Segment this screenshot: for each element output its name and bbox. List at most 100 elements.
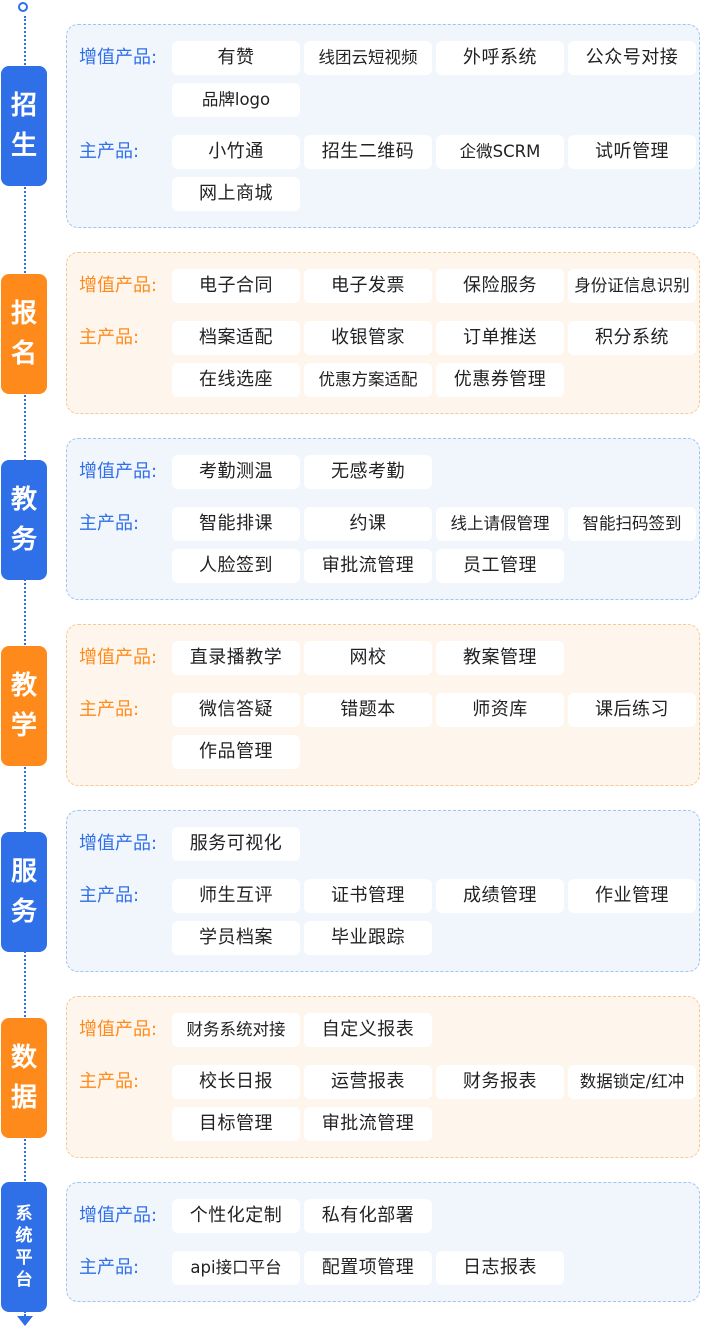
value-product-chip[interactable]: 服务可视化 <box>172 827 300 861</box>
value-products-label: 增值产品: <box>79 47 158 68</box>
stage-tag: 教学 <box>1 646 47 766</box>
main-product-chip[interactable]: 作品管理 <box>172 735 300 769</box>
main-product-chip[interactable]: 在线选座 <box>172 363 300 397</box>
value-products-label: 增值产品: <box>79 461 158 482</box>
stage-tag: 系统平台 <box>1 1182 47 1312</box>
value-product-chip[interactable]: 网校 <box>304 641 432 675</box>
main-products-label: 主产品: <box>79 513 140 534</box>
main-product-chip[interactable]: 师生互评 <box>172 879 300 913</box>
value-product-chip[interactable]: 线团云短视频 <box>304 41 432 75</box>
main-product-chip[interactable]: 智能排课 <box>172 507 300 541</box>
main-product-chip[interactable]: 智能扫码签到 <box>568 507 696 541</box>
stage-tag: 服务 <box>1 832 47 952</box>
main-product-chip[interactable]: 微信答疑 <box>172 693 300 727</box>
value-products-label: 增值产品: <box>79 275 158 296</box>
product-panel: 增值产品: 主产品: 服务可视化师生互评证书管理成绩管理作业管理学员档案毕业跟踪 <box>66 810 700 972</box>
main-product-chip[interactable]: 企微SCRM <box>436 135 564 169</box>
main-product-chip[interactable]: 错题本 <box>304 693 432 727</box>
product-panel: 增值产品:主产品:电子合同电子发票保险服务身份证信息识别档案适配收银管家订单推送… <box>66 252 700 414</box>
stage-tag-char: 统 <box>15 1226 33 1246</box>
stage-tag-char: 生 <box>10 131 37 161</box>
value-product-chip[interactable]: 有赞 <box>172 41 300 75</box>
product-panel: 增值产品: 主产品: 直录播教学网校教案管理微信答疑错题本师资库课后练习作品管理 <box>66 624 700 786</box>
value-product-chip[interactable]: 直录播教学 <box>172 641 300 675</box>
stage-tag: 数据 <box>1 1018 47 1138</box>
main-product-chip[interactable]: 课后练习 <box>568 693 696 727</box>
value-product-chip[interactable]: 身份证信息识别 <box>568 269 696 303</box>
value-product-chip[interactable]: 私有化部署 <box>304 1199 432 1233</box>
product-panel: 增值产品: 主产品: 有赞线团云短视频外呼系统公众号对接品牌logo 小竹通招生二维码… <box>66 24 700 228</box>
stage-tag: 教务 <box>1 460 47 580</box>
main-product-chip[interactable]: 运营报表 <box>304 1065 432 1099</box>
main-product-chip[interactable]: api接口平台 <box>172 1251 300 1285</box>
value-product-chip[interactable]: 自定义报表 <box>304 1013 432 1047</box>
main-products-label: 主产品: <box>79 885 140 906</box>
value-products-label: 增值产品: <box>79 647 158 668</box>
main-product-chip[interactable]: 日志报表 <box>436 1251 564 1285</box>
main-products-label: 主产品: <box>79 1257 140 1278</box>
stage-tag-char: 名 <box>10 339 37 369</box>
main-product-chip[interactable]: 财务报表 <box>436 1065 564 1099</box>
value-products-label: 增值产品: <box>79 1019 158 1040</box>
value-product-chip[interactable]: 外呼系统 <box>436 41 564 75</box>
timeline-arrow-down-icon <box>17 1316 33 1326</box>
value-product-chip[interactable]: 无感考勤 <box>304 455 432 489</box>
main-product-chip[interactable]: 订单推送 <box>436 321 564 355</box>
stage-tag-char: 服 <box>10 857 37 887</box>
stage-tag: 报名 <box>1 274 47 394</box>
main-product-chip[interactable]: 校长日报 <box>172 1065 300 1099</box>
value-product-chip[interactable]: 考勤测温 <box>172 455 300 489</box>
main-product-chip[interactable]: 约课 <box>304 507 432 541</box>
main-products-label: 主产品: <box>79 1071 140 1092</box>
stage-tag-char: 教 <box>10 485 37 515</box>
main-product-chip[interactable]: 配置项管理 <box>304 1251 432 1285</box>
main-product-chip[interactable]: 人脸签到 <box>172 549 300 583</box>
value-products-label: 增值产品: <box>79 1205 158 1226</box>
value-product-chip[interactable]: 个性化定制 <box>172 1199 300 1233</box>
stage-tag-char: 务 <box>10 525 37 555</box>
product-panel: 增值产品: 主产品: 考勤测温无感考勤智能排课约课线上请假管理智能扫码签到人脸签到审… <box>66 438 700 600</box>
value-product-chip[interactable]: 教案管理 <box>436 641 564 675</box>
stage-tag: 招生 <box>1 66 47 186</box>
main-product-chip[interactable]: 审批流管理 <box>304 549 432 583</box>
main-product-chip[interactable]: 积分系统 <box>568 321 696 355</box>
value-product-chip[interactable]: 保险服务 <box>436 269 564 303</box>
stage-tag-char: 台 <box>15 1270 33 1290</box>
main-product-chip[interactable]: 收银管家 <box>304 321 432 355</box>
value-product-chip[interactable]: 财务系统对接 <box>172 1013 300 1047</box>
value-products-label: 增值产品: <box>79 833 158 854</box>
main-product-chip[interactable]: 毕业跟踪 <box>304 921 432 955</box>
value-product-chip[interactable]: 品牌logo <box>172 83 300 117</box>
value-product-chip[interactable]: 电子发票 <box>304 269 432 303</box>
main-product-chip[interactable]: 师资库 <box>436 693 564 727</box>
stage-tag-char: 平 <box>15 1248 33 1268</box>
main-product-chip[interactable]: 员工管理 <box>436 549 564 583</box>
main-product-chip[interactable]: 线上请假管理 <box>436 507 564 541</box>
main-product-chip[interactable]: 成绩管理 <box>436 879 564 913</box>
main-product-chip[interactable]: 数据锁定/红冲 <box>568 1065 696 1099</box>
stage-tag-char: 数 <box>10 1043 37 1073</box>
main-product-chip[interactable]: 目标管理 <box>172 1107 300 1141</box>
value-product-chip[interactable]: 电子合同 <box>172 269 300 303</box>
main-products-label: 主产品: <box>79 141 140 162</box>
main-product-chip[interactable]: 审批流管理 <box>304 1107 432 1141</box>
main-product-chip[interactable]: 试听管理 <box>568 135 696 169</box>
main-product-chip[interactable]: 档案适配 <box>172 321 300 355</box>
main-product-chip[interactable]: 学员档案 <box>172 921 300 955</box>
main-product-chip[interactable]: 优惠方案适配 <box>304 363 432 397</box>
main-product-chip[interactable]: 招生二维码 <box>304 135 432 169</box>
main-product-chip[interactable]: 网上商城 <box>172 177 300 211</box>
stage-tag-char: 据 <box>10 1083 37 1113</box>
timeline-start-dot <box>18 2 28 12</box>
main-product-chip[interactable]: 证书管理 <box>304 879 432 913</box>
stage-tag-char: 务 <box>10 897 37 927</box>
main-product-chip[interactable]: 小竹通 <box>172 135 300 169</box>
stage-tag-char: 招 <box>10 91 37 121</box>
main-product-chip[interactable]: 作业管理 <box>568 879 696 913</box>
main-products-label: 主产品: <box>79 699 140 720</box>
product-panel: 增值产品: 主产品: 财务系统对接自定义报表校长日报运营报表财务报表数据锁定/红冲目… <box>66 996 700 1158</box>
main-product-chip[interactable]: 优惠券管理 <box>436 363 564 397</box>
stage-tag-char: 学 <box>10 711 37 741</box>
value-product-chip[interactable]: 公众号对接 <box>568 41 696 75</box>
